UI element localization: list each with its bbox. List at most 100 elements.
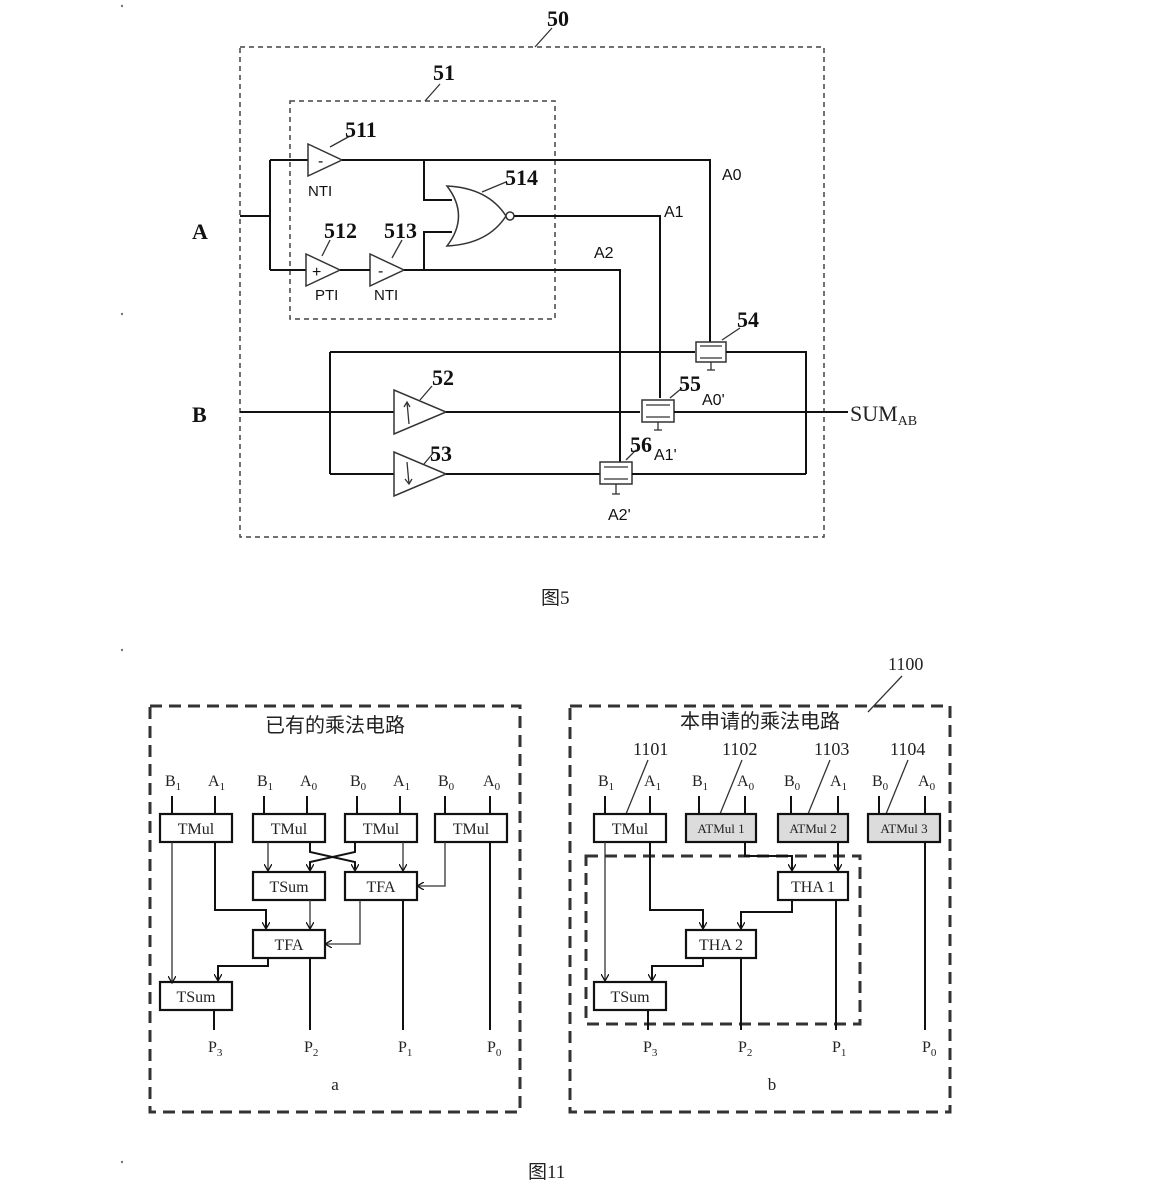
module-50-boundary xyxy=(239,46,825,538)
tmul-block-a4: TMul xyxy=(433,812,509,844)
panel-a-title: 已有的乘法电路 xyxy=(265,714,405,737)
panel-b-inner-boundary xyxy=(584,854,862,1026)
figure-11-caption: 图11 xyxy=(528,1162,565,1183)
input-b-label: B xyxy=(192,402,207,427)
panel-a-boundary xyxy=(148,704,522,1114)
atmul-block-2: ATMul 2 xyxy=(776,812,850,844)
svg-text:TMul: TMul xyxy=(363,821,400,838)
svg-text:TSum: TSum xyxy=(269,879,309,896)
ref-511: 511 xyxy=(345,117,377,142)
buffer-52 xyxy=(393,388,448,436)
ref-1100: 1100 xyxy=(888,654,923,674)
panel-b-boundary xyxy=(568,704,952,1114)
panel-b-label: b xyxy=(768,1075,777,1094)
panel-a-outputs: P3 P2 P1 P0 xyxy=(208,1039,502,1059)
svg-text:1104: 1104 xyxy=(890,739,925,759)
panel-b-title: 本申请的乘法电路 xyxy=(680,710,840,733)
nor-gate-514 xyxy=(445,185,507,247)
ref-56: 56 xyxy=(630,432,652,457)
panel-a-label: a xyxy=(331,1075,339,1094)
svg-text:P1: P1 xyxy=(398,1039,412,1059)
svg-text:B1: B1 xyxy=(257,773,273,793)
atmul-block-1: ATMul 1 xyxy=(684,812,758,844)
svg-text:-: - xyxy=(318,153,323,170)
svg-text:B1: B1 xyxy=(598,773,614,793)
svg-text:A0: A0 xyxy=(300,773,318,793)
svg-text:1102: 1102 xyxy=(722,739,757,759)
figure-5: 50 51 A - NTI 511 + PTI 512 - NTI 513 51… xyxy=(192,6,917,609)
tsum-block-a2: TSum xyxy=(158,980,234,1012)
ref-55: 55 xyxy=(679,371,701,396)
output-sum-ab: SUMAB xyxy=(850,401,917,429)
switch-56 xyxy=(599,461,633,495)
ref-514: 514 xyxy=(505,165,538,190)
tha-block-1: THA 1 xyxy=(776,870,850,902)
svg-text:TMul: TMul xyxy=(453,821,490,838)
svg-text:B0: B0 xyxy=(438,773,455,793)
svg-text:A1: A1 xyxy=(830,773,847,793)
svg-text:A0: A0 xyxy=(918,773,936,793)
panel-b-inputs: B1 A1 B1 A0 B0 A1 B0 A0 xyxy=(598,773,936,793)
panel-b-outputs: P3 P2 P1 P0 xyxy=(643,1039,937,1059)
svg-text:-: - xyxy=(378,263,383,280)
tmul-block-a1: TMul xyxy=(158,812,234,844)
svg-text:B0: B0 xyxy=(872,773,889,793)
svg-text:B0: B0 xyxy=(350,773,367,793)
svg-text:TMul: TMul xyxy=(178,821,215,838)
svg-text:ATMul 3: ATMul 3 xyxy=(880,821,927,836)
ref-52: 52 xyxy=(432,365,454,390)
gate-513-type: NTI xyxy=(374,287,398,304)
svg-text:THA 2: THA 2 xyxy=(699,937,743,954)
svg-text:1101: 1101 xyxy=(633,739,668,759)
signal-a1: A1 xyxy=(664,204,684,221)
panel-a-inputs: B1 A1 B1 A0 B0 A1 B0 A0 xyxy=(165,773,501,793)
ref-50: 50 xyxy=(547,6,569,31)
figure-5-caption: 图5 xyxy=(541,588,570,609)
svg-text:P0: P0 xyxy=(487,1039,502,1059)
svg-text:TFA: TFA xyxy=(366,879,395,896)
signal-a0-prime: A0' xyxy=(702,392,725,409)
svg-text:P0: P0 xyxy=(922,1039,937,1059)
tmul-block-a2: TMul xyxy=(251,812,327,844)
margin-dots xyxy=(120,4,124,1164)
svg-text:1103: 1103 xyxy=(814,739,849,759)
atmul-block-3: ATMul 3 xyxy=(866,812,942,844)
switch-54 xyxy=(695,341,727,371)
switch-55 xyxy=(641,399,675,431)
svg-text:ATMul 2: ATMul 2 xyxy=(789,821,836,836)
signal-a2: A2 xyxy=(594,245,614,262)
svg-text:THA 1: THA 1 xyxy=(791,879,835,896)
ref-512: 512 xyxy=(324,218,357,243)
tmul-block-a3: TMul xyxy=(343,812,419,844)
svg-text:B1: B1 xyxy=(692,773,708,793)
svg-text:P1: P1 xyxy=(832,1039,846,1059)
tfa-block-a1: TFA xyxy=(343,870,419,902)
module-51-boundary xyxy=(289,100,556,320)
svg-text:A1: A1 xyxy=(208,773,225,793)
ref-54: 54 xyxy=(737,307,759,332)
tsum-block-a1: TSum xyxy=(251,870,327,902)
signal-a1-prime: A1' xyxy=(654,447,677,464)
tha-block-2: THA 2 xyxy=(684,928,758,960)
ref-53: 53 xyxy=(430,441,452,466)
svg-text:A1: A1 xyxy=(393,773,410,793)
svg-text:TSum: TSum xyxy=(176,989,216,1006)
gate-511-type: NTI xyxy=(308,183,332,200)
svg-text:TSum: TSum xyxy=(610,989,650,1006)
svg-text:B0: B0 xyxy=(784,773,801,793)
nti-gate-511 xyxy=(307,142,344,178)
svg-text:P2: P2 xyxy=(304,1039,318,1059)
ref-51: 51 xyxy=(433,60,455,85)
svg-text:A0: A0 xyxy=(483,773,501,793)
svg-text:P3: P3 xyxy=(208,1039,223,1059)
pti-gate-512 xyxy=(305,252,342,288)
svg-text:A0: A0 xyxy=(737,773,755,793)
svg-text:B1: B1 xyxy=(165,773,181,793)
svg-text:TFA: TFA xyxy=(274,937,303,954)
tmul-block-b1: TMul xyxy=(592,812,668,844)
gate-512-type: PTI xyxy=(315,287,338,304)
ref-513: 513 xyxy=(384,218,417,243)
svg-text:+: + xyxy=(312,264,321,281)
svg-text:TMul: TMul xyxy=(612,821,649,838)
